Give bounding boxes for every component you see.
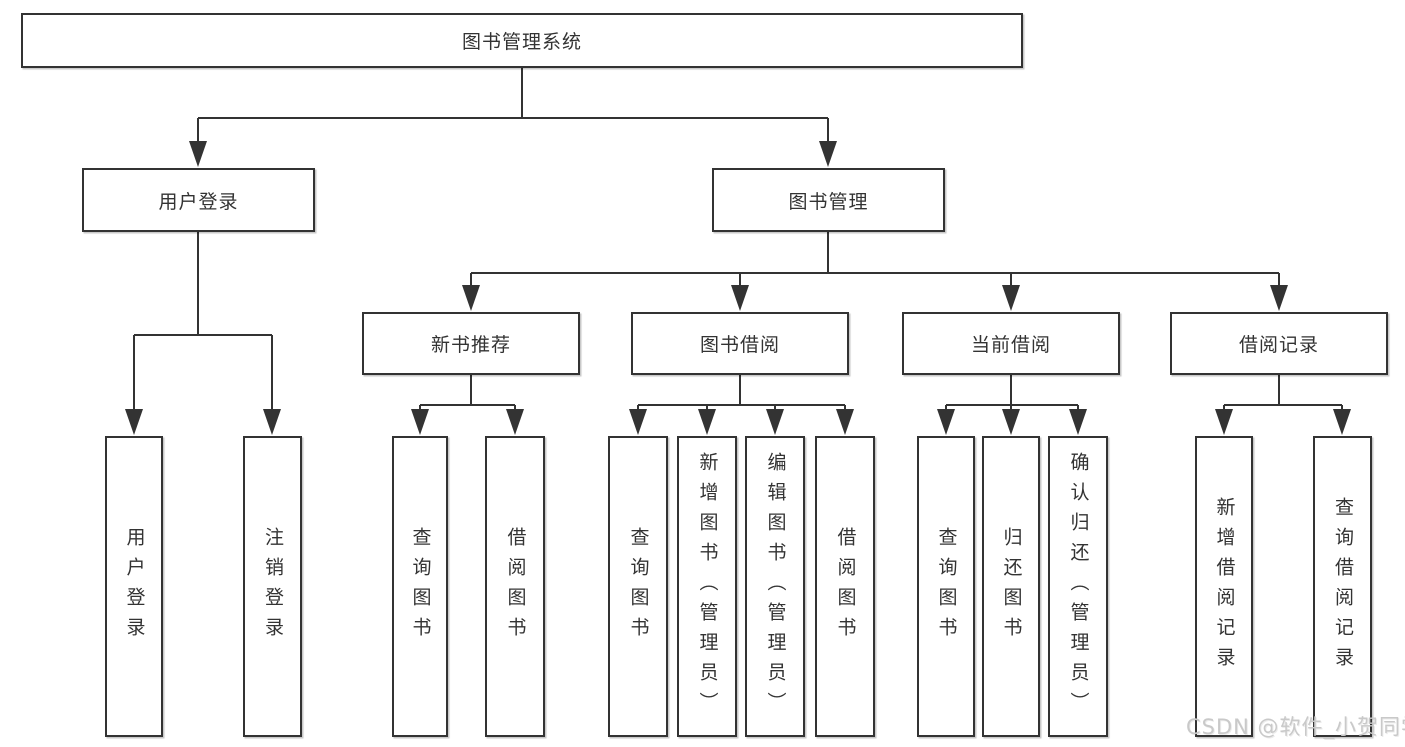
arrowhead (731, 285, 749, 311)
connector-current-borrow-to-leaves (945, 375, 1079, 412)
leaf-br-query-record-label: 查询借阅记录 (1332, 496, 1354, 677)
node-new-book-recommend-label: 新书推荐 (430, 334, 511, 356)
arrowhead (263, 409, 281, 435)
node-current-borrow: 当前借阅 (902, 312, 1120, 375)
arrowhead (937, 409, 955, 435)
arrowhead (1333, 409, 1351, 435)
arrowhead (125, 409, 143, 435)
leaf-cb-query-books-label: 查询图书 (935, 526, 958, 647)
connector-book-mgmt-to-level3 (470, 232, 1280, 288)
arrowhead (1270, 285, 1288, 311)
node-root-label: 图书管理系统 (461, 31, 582, 53)
leaf-cb-query-books: 查询图书 (917, 436, 975, 737)
leaf-cb-confirm-return-admin-label: 确认归还（管理员） (1067, 451, 1090, 722)
leaf-br-add-record: 新增借阅记录 (1195, 436, 1253, 737)
arrowhead (462, 285, 480, 311)
node-new-book-recommend: 新书推荐 (362, 312, 580, 375)
connector-user-login-to-leaves (133, 232, 273, 412)
leaf-bb-edit-books-admin-label: 编辑图书（管理员） (764, 451, 787, 722)
connector-book-borrow-to-leaves (637, 375, 846, 412)
arrowhead (698, 409, 716, 435)
arrowhead (506, 409, 524, 435)
leaf-rec-borrow-books-label: 借阅图书 (504, 526, 527, 647)
leaf-rec-query-books-label: 查询图书 (409, 526, 432, 647)
arrowhead (411, 409, 429, 435)
arrowhead (1002, 409, 1020, 435)
leaf-user-login-label: 用户登录 (123, 526, 146, 647)
leaf-rec-query-books: 查询图书 (392, 436, 448, 737)
node-book-borrow-label: 图书借阅 (699, 334, 780, 356)
leaf-cb-confirm-return-admin: 确认归还（管理员） (1048, 436, 1108, 737)
leaf-br-query-record: 查询借阅记录 (1313, 436, 1372, 737)
node-book-management-label: 图书管理 (788, 190, 869, 213)
node-current-borrow-label: 当前借阅 (970, 334, 1051, 356)
leaf-bb-borrow-books-label: 借阅图书 (834, 526, 857, 647)
connector-borrow-records-to-leaves (1223, 375, 1343, 412)
arrowhead (1215, 409, 1233, 435)
leaf-bb-query-books-label: 查询图书 (627, 526, 650, 647)
node-book-borrow: 图书借阅 (631, 312, 849, 375)
leaf-rec-borrow-books: 借阅图书 (485, 436, 545, 737)
leaf-logout-label: 注销登录 (262, 526, 284, 647)
arrowhead (189, 141, 207, 167)
arrowhead (766, 409, 784, 435)
node-root: 图书管理系统 (21, 13, 1023, 68)
arrowhead (629, 409, 647, 435)
leaf-bb-query-books: 查询图书 (608, 436, 668, 737)
leaf-bb-edit-books-admin: 编辑图书（管理员） (745, 436, 805, 737)
node-book-management: 图书管理 (712, 168, 945, 232)
leaf-bb-borrow-books: 借阅图书 (815, 436, 875, 737)
connector-root-to-level2 (197, 68, 829, 146)
csdn-watermark: CSDN @软件_小贺同学 (1186, 715, 1405, 739)
arrowhead (836, 409, 854, 435)
node-borrow-records: 借阅记录 (1170, 312, 1388, 375)
connector-new-book-rec-to-leaves (419, 375, 516, 412)
node-user-login: 用户登录 (82, 168, 315, 232)
leaf-br-add-record-label: 新增借阅记录 (1213, 496, 1236, 677)
arrowhead (1002, 285, 1020, 311)
arrowhead (819, 141, 837, 167)
arrowhead (1069, 409, 1087, 435)
node-borrow-records-label: 借阅记录 (1238, 334, 1319, 356)
leaf-cb-return-books-label: 归还图书 (1000, 526, 1023, 647)
node-user-login-label: 用户登录 (158, 190, 239, 213)
leaf-bb-add-books-admin-label: 新增图书（管理员） (696, 451, 719, 722)
leaf-cb-return-books: 归还图书 (982, 436, 1040, 737)
leaf-logout: 注销登录 (243, 436, 302, 737)
leaf-bb-add-books-admin: 新增图书（管理员） (677, 436, 737, 737)
leaf-user-login: 用户登录 (105, 436, 163, 737)
